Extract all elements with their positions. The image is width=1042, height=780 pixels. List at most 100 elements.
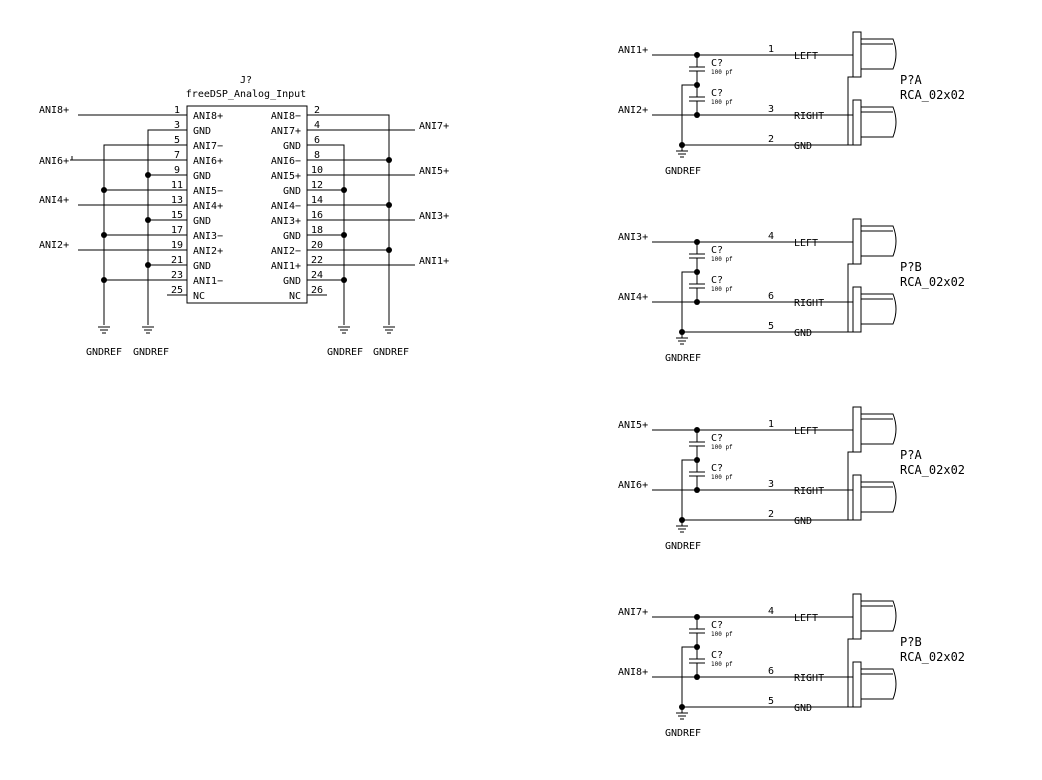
rca-value: RCA_02x02	[900, 463, 965, 477]
junction-dot	[679, 329, 685, 335]
net-label-ani6: ANI6+	[39, 156, 69, 167]
pin-name: ANI1+	[271, 261, 301, 272]
pin-name: ANI6−	[271, 156, 301, 167]
pin-name: GND	[193, 171, 211, 182]
cap-ref: C?	[711, 620, 723, 631]
junction-dot	[694, 487, 700, 493]
pin-number: 12	[311, 180, 323, 191]
pin-name: RIGHT	[794, 486, 824, 497]
pin-name: ANI7+	[271, 126, 301, 137]
net-label-ani2: ANI2+	[39, 240, 69, 251]
net-label: ANI5+	[618, 420, 648, 431]
junction-dot	[679, 517, 685, 523]
pin-number: 1	[768, 44, 774, 55]
cap-value: 100 pf	[711, 99, 733, 106]
pin-number: 21	[171, 255, 183, 266]
connector-j: J? freeDSP_Analog_Input 1ANI8+3GND5ANI7−…	[39, 75, 449, 358]
ground-label: GNDREF	[665, 166, 701, 177]
pin-name: ANI3+	[271, 216, 301, 227]
pin-number: 4	[768, 231, 774, 242]
pin-number: 2	[314, 105, 320, 116]
junction-dot	[694, 644, 700, 650]
pin-number: 3	[174, 120, 180, 131]
pin-number: 10	[311, 165, 323, 176]
cap-value: 100 pf	[711, 69, 733, 76]
rca-value: RCA_02x02	[900, 88, 965, 102]
rca-jack-icon	[790, 31, 897, 146]
net-label-ani4: ANI4+	[39, 195, 69, 206]
pin-name: GND	[794, 328, 812, 339]
junction-dot	[694, 427, 700, 433]
pin-name: GND	[794, 141, 812, 152]
net-label: ANI4+	[618, 292, 648, 303]
junction-dot	[694, 82, 700, 88]
pin-name: NC	[289, 291, 301, 302]
pin-name: RIGHT	[794, 673, 824, 684]
ground-label: GNDREF	[86, 347, 122, 358]
ground-label: GNDREF	[373, 347, 409, 358]
pin-number: 2	[768, 509, 774, 520]
rca-value: RCA_02x02	[900, 275, 965, 289]
connector-pins: 1ANI8+3GND5ANI7−7ANI6+9GND11ANI5−13ANI4+…	[167, 105, 327, 302]
ground-label: GNDREF	[665, 728, 701, 739]
pin-number: 5	[174, 135, 180, 146]
pin-name: ANI5−	[193, 186, 223, 197]
ground-symbol-icon	[676, 150, 688, 158]
junction-dots	[101, 157, 392, 283]
pin-name: LEFT	[794, 613, 818, 624]
net-label: ANI6+	[618, 480, 648, 491]
cap-value: 100 pf	[711, 286, 733, 293]
pin-name: ANI5+	[271, 171, 301, 182]
pin-name: RIGHT	[794, 298, 824, 309]
pin-number: 13	[171, 195, 183, 206]
pin-number: 5	[768, 696, 774, 707]
cap-value: 100 pf	[711, 256, 733, 263]
pin-number: 1	[768, 419, 774, 430]
junction-dot	[694, 52, 700, 58]
cap-ref: C?	[711, 463, 723, 474]
pin-number: 18	[311, 225, 323, 236]
net-label-ani5: ANI5+	[419, 166, 449, 177]
net-label-ani8: ANI8+	[39, 105, 69, 116]
junction-dot	[694, 112, 700, 118]
ground-label: GNDREF	[665, 353, 701, 364]
connector-value: freeDSP_Analog_Input	[186, 89, 306, 100]
pin-number: 3	[768, 479, 774, 490]
pin-number: 1	[174, 105, 180, 116]
rca-ref: P?B	[900, 635, 922, 649]
rca-ref: P?A	[900, 73, 922, 87]
net-label-ani7: ANI7+	[419, 121, 449, 132]
pin-name: ANI3−	[193, 231, 223, 242]
pin-number: 6	[768, 291, 774, 302]
pin-name: LEFT	[794, 238, 818, 249]
pin-number: 4	[314, 120, 320, 131]
pin-name: ANI6+	[193, 156, 223, 167]
cap-ref: C?	[711, 275, 723, 286]
net-label: ANI2+	[618, 105, 648, 116]
pin-name: ANI2+	[193, 246, 223, 257]
net-label-ani1: ANI1+	[419, 256, 449, 267]
cap-ref: C?	[711, 58, 723, 69]
pin-name: GND	[283, 186, 301, 197]
ground-symbol-icon	[98, 326, 395, 334]
pin-number: 16	[311, 210, 323, 221]
junction-dot	[694, 239, 700, 245]
net-label-ani3: ANI3+	[419, 211, 449, 222]
pin-name: GND	[794, 703, 812, 714]
pin-name: ANI7−	[193, 141, 223, 152]
ground-symbol-icon	[676, 525, 688, 533]
net-label: ANI8+	[618, 667, 648, 678]
cap-value: 100 pf	[711, 661, 733, 668]
pin-name: GND	[193, 261, 211, 272]
net-label: ANI1+	[618, 45, 648, 56]
cap-value: 100 pf	[711, 631, 733, 638]
ground-symbol-icon	[676, 712, 688, 720]
pin-number: 15	[171, 210, 183, 221]
cap-ref: C?	[711, 433, 723, 444]
pin-name: ANI1−	[193, 276, 223, 287]
rca-jack-icon	[790, 218, 897, 333]
pin-number: 2	[768, 134, 774, 145]
junction-dot	[694, 269, 700, 275]
